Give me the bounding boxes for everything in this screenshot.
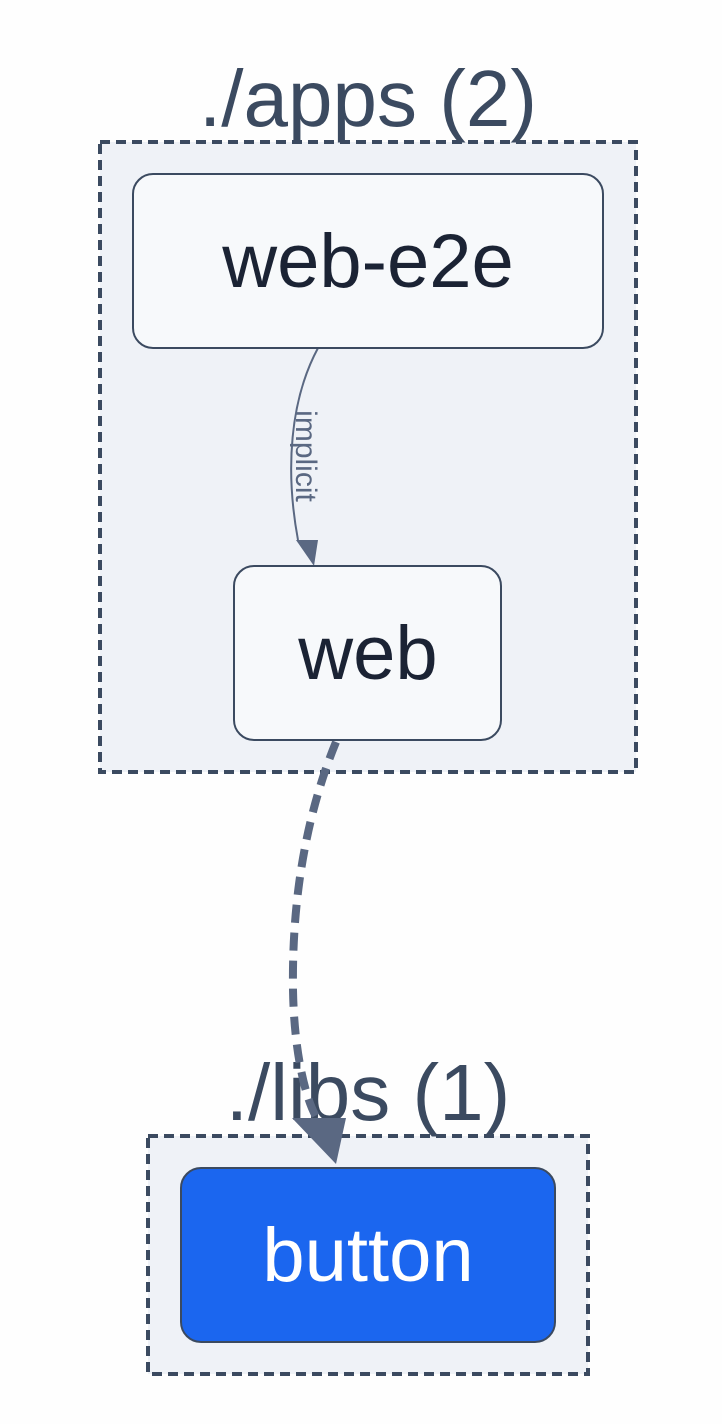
edge-implicit-arrowhead xyxy=(296,540,318,566)
node-web[interactable]: web xyxy=(233,565,502,741)
node-button[interactable]: button xyxy=(180,1167,556,1343)
edge-dynamic-arrowhead xyxy=(292,1118,346,1164)
group-libs-title: ./libs (1) xyxy=(226,1048,511,1137)
edge-implicit-label: implicit xyxy=(289,410,322,502)
group-apps-title: ./apps (2) xyxy=(199,54,537,143)
node-web-box[interactable] xyxy=(233,565,502,741)
node-web-label: web xyxy=(297,611,437,696)
node-web-e2e-box[interactable] xyxy=(132,173,604,349)
node-web-e2e[interactable]: web-e2e xyxy=(132,173,604,349)
node-web-e2e-label: web-e2e xyxy=(221,219,514,304)
edge-web-to-button[interactable] xyxy=(288,740,346,1164)
edge-implicit-line[interactable] xyxy=(290,347,319,541)
edge-web-e2e-to-web[interactable]: implicit xyxy=(289,347,322,566)
edge-dynamic-line[interactable] xyxy=(288,740,340,1123)
node-button-box[interactable] xyxy=(180,1167,556,1343)
node-button-label: button xyxy=(262,1213,473,1298)
